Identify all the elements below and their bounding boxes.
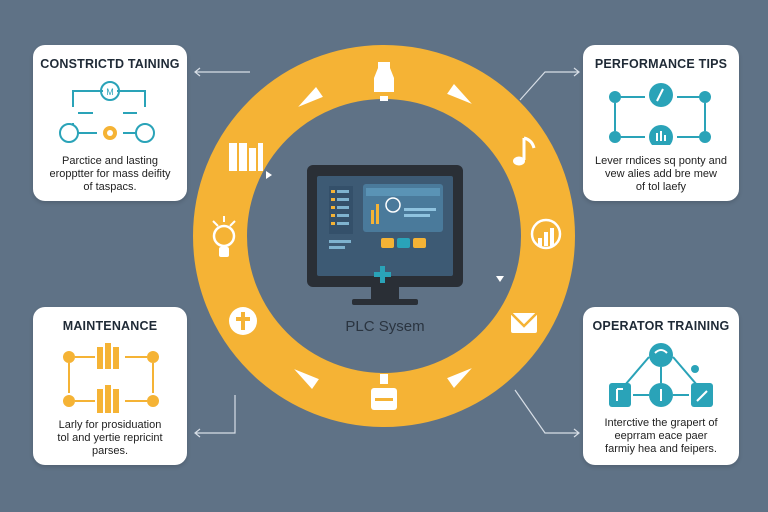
network-bars-icon [63, 343, 159, 413]
mail-icon [510, 312, 538, 333]
connector-top-right [519, 67, 580, 101]
card-line: eropptter for mass deifity [49, 168, 171, 180]
flag-icon [294, 369, 319, 389]
ring-icons [212, 62, 562, 410]
network-gear-icon: M [59, 81, 155, 143]
card-title: OPERATOR TRAINING [592, 319, 730, 333]
card-line: eeprram eace paer [614, 430, 708, 442]
card-maintenance: MAINTENANCE Larly for prosiduation tol a… [33, 307, 187, 465]
network-operator-icon [609, 343, 713, 407]
books-icon [229, 143, 263, 171]
card-line: farmiy hea and feipers. [605, 443, 717, 455]
bottle-icon [374, 62, 394, 101]
screen-content [329, 184, 443, 249]
card-title: MAINTENANCE [62, 319, 158, 333]
card-performance-tips: PERFORMANCE TIPS Lever rndices sq ponty … [583, 45, 739, 201]
music-note-icon [513, 136, 536, 166]
card-line: Interctive the grapert of [604, 417, 718, 429]
bar-chart-icon [530, 218, 562, 250]
connectors [194, 67, 580, 438]
network-icon [609, 83, 711, 145]
flag-icon [298, 87, 323, 107]
card-line: of tol laefy [635, 181, 687, 193]
connector-bottom-left [194, 395, 236, 438]
card-line: Larly for prosiduation [58, 419, 162, 431]
connector-top-left [194, 67, 250, 77]
card-line: Lever rndices sq ponty and [594, 155, 728, 167]
card-constricted-training: CONSTRICTD TAINING M Parctice and lastin… [33, 45, 187, 201]
card-line: tol and yertie repricint [57, 432, 163, 444]
card-operator-training: OPERATOR TRAINING Interctive the grapert… [583, 307, 739, 465]
card-line: Parctice and lasting [62, 155, 158, 167]
card-line: parses. [91, 445, 129, 457]
card-description: Parctice and lasting eropptter for mass … [41, 155, 179, 194]
flag-icon [447, 84, 472, 104]
plus-icon [374, 266, 391, 283]
card-title: PERFORMANCE TIPS [594, 57, 728, 71]
card-line: of taspacs. [83, 181, 137, 193]
plc-system-label: PLC Sysem [345, 318, 425, 335]
card-description: Lever rndices sq ponty and vew alies add… [591, 155, 731, 194]
card-description: Interctive the grapert of eeprram eace p… [591, 417, 731, 456]
lightbulb-icon [212, 216, 236, 257]
card-description: Larly for prosiduation tol and yertie re… [41, 419, 179, 458]
svg-text:M: M [106, 87, 114, 97]
cross-icon [229, 307, 257, 335]
card-line: vew alies add bre mew [605, 168, 717, 180]
connector-bottom-right [514, 389, 580, 438]
card-title: CONSTRICTD TAINING [40, 57, 180, 71]
flag-icon [447, 368, 472, 388]
printer-icon [371, 374, 397, 410]
plc-monitor [307, 165, 463, 305]
